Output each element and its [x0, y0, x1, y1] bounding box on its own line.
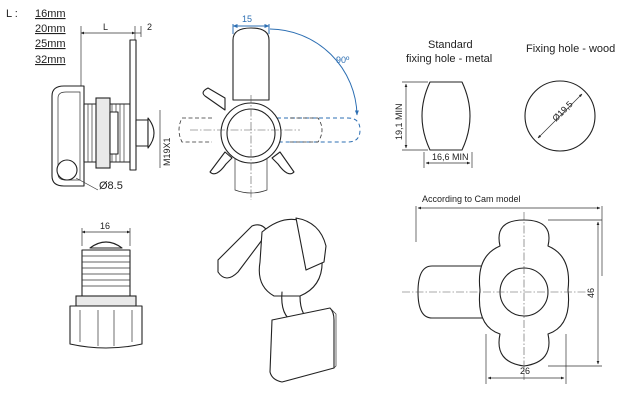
length-25mm: 25mm — [35, 38, 66, 50]
key-hole-label: Ø8.5 — [99, 180, 123, 192]
cam-model-view: According to Cam model 46 26 — [402, 194, 603, 384]
wood-title: Fixing hole - wood — [526, 43, 615, 55]
dim-flange-label: 2 — [147, 22, 152, 32]
length-16mm: 16mm — [35, 8, 66, 20]
fixing-hole-metal: Standard fixing hole - metal 19,1 MIN 16… — [394, 39, 492, 168]
cam-width-label-26: 26 — [520, 366, 530, 376]
length-table: L : 16mm 20mm 25mm 32mm — [6, 8, 66, 66]
cam-width-label: 15 — [242, 14, 252, 24]
fixing-hole-wood: Fixing hole - wood Ø19,5 — [524, 43, 615, 152]
metal-width-label: 16,6 MIN — [432, 152, 469, 162]
length-20mm: 20mm — [35, 23, 66, 35]
front-view: 15 90º — [178, 14, 361, 200]
thread-label: M19X1 — [162, 137, 172, 166]
rotation-label: 90º — [336, 55, 350, 65]
metal-title-line1: Standard — [428, 39, 473, 51]
padlock-view — [217, 217, 337, 383]
bottom-left-view: 16 — [69, 221, 143, 349]
metal-height-label: 19,1 MIN — [394, 103, 404, 140]
cam-height-label: 46 — [586, 288, 596, 298]
bottom-width-label: 16 — [100, 221, 110, 231]
dim-length-label: L — [103, 22, 108, 32]
cam-note: According to Cam model — [422, 194, 521, 204]
metal-title-line2: fixing hole - metal — [406, 53, 492, 65]
length-prefix: L : — [6, 8, 18, 20]
side-view: L 2 Ø8.5 M19X1 — [51, 22, 172, 192]
length-32mm: 32mm — [35, 54, 66, 66]
